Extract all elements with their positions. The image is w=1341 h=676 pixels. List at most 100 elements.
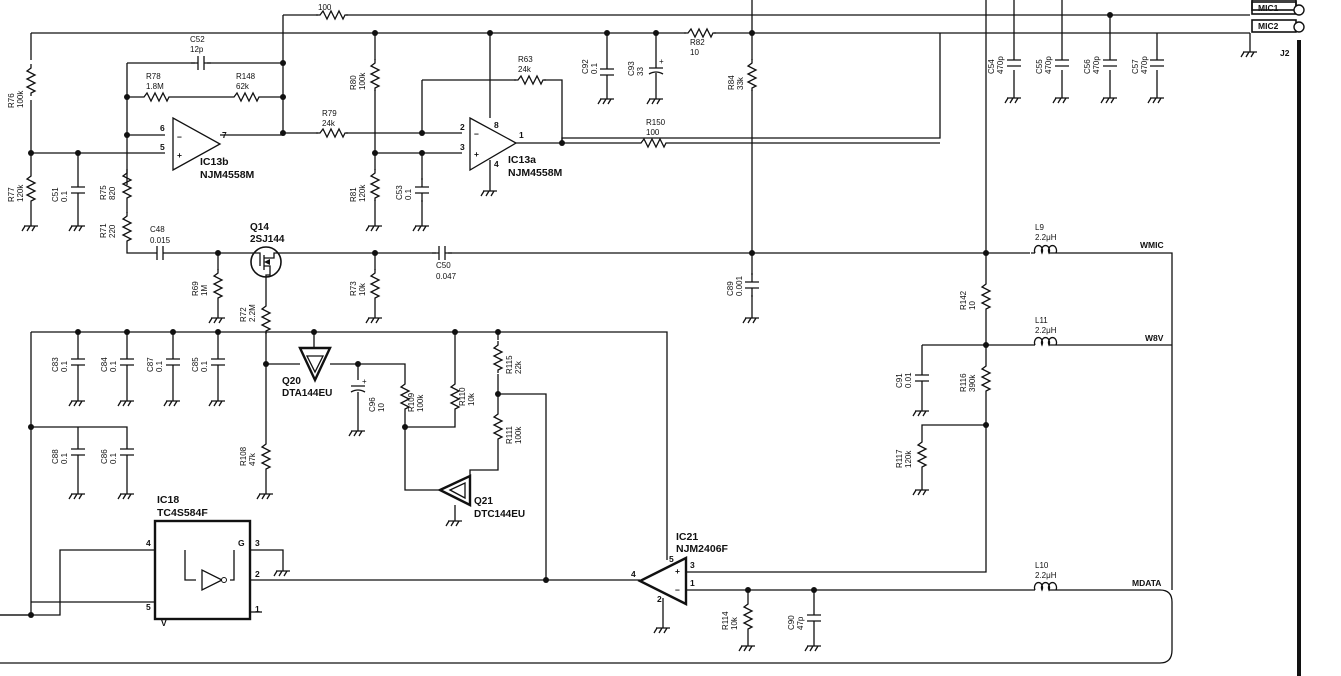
r71-ref: R71 xyxy=(99,223,108,238)
resistor-r75: R75 820 xyxy=(99,168,132,202)
r63-value: 24k xyxy=(518,65,532,74)
r142-value: 10 xyxy=(968,301,977,310)
r116-ref: R116 xyxy=(959,373,968,392)
ic13b-ref: IC13b xyxy=(200,156,229,168)
c85-value: 0.1 xyxy=(200,360,209,372)
r72-value: 2.2M xyxy=(248,304,257,322)
resistor-r150: R150 100 xyxy=(636,118,670,148)
c96-value: 10 xyxy=(377,403,386,412)
c83-value: 0.1 xyxy=(60,360,69,372)
capacitor-c86: C86 0.1 xyxy=(100,439,135,500)
c90-value: 47p xyxy=(796,616,805,630)
ic13a-pin2: 2 xyxy=(460,122,465,132)
q14-part: 2SJ144 xyxy=(250,234,285,245)
r76-value: 100k xyxy=(16,90,25,108)
c54-ref: C54 xyxy=(987,59,996,74)
middle-wiring xyxy=(217,252,1030,312)
r69-ref: R69 xyxy=(191,281,200,296)
ic13a: − + 2 3 1 8 4 IC13a NJM4558M xyxy=(460,116,563,197)
resistor-r142: R142 10 xyxy=(959,279,991,345)
r115-value: 22k xyxy=(514,360,523,374)
ic13b-pin6: 6 xyxy=(160,123,165,133)
c51-value: 0.1 xyxy=(60,190,69,202)
r82-ref: R82 xyxy=(690,38,705,47)
ic18-pin5: 5 xyxy=(146,602,151,612)
l11-ref: L11 xyxy=(1035,316,1048,325)
capacitor-c90: C90 47p xyxy=(787,590,822,652)
c54-value: 470p xyxy=(996,56,1005,74)
svg-text:−: − xyxy=(675,585,680,595)
ic21: + − IC21 NJM2406F 5 4 3 2 1 xyxy=(631,531,729,634)
ic13b: − + 6 5 7 IC13b NJM4558M xyxy=(160,116,255,181)
inductor-l11: L11 2.2μH W8V xyxy=(922,316,1172,346)
resistor-r80: R80 100k xyxy=(349,58,380,92)
r110-ref: R110 xyxy=(458,387,467,406)
c52-value: 12p xyxy=(190,45,204,54)
junction-dots xyxy=(28,12,1113,618)
capacitor-c89: C89 0.001 xyxy=(726,272,760,324)
ic18-ref: IC18 xyxy=(157,494,179,506)
r110-value: 10k xyxy=(467,392,476,406)
capacitor-c48: C48 0.015 xyxy=(149,225,255,261)
r81-ref: R81 xyxy=(349,187,358,202)
q21-part: DTC144EU xyxy=(474,509,525,520)
r78-value: 1.8M xyxy=(146,82,164,91)
l11-value: 2.2μH xyxy=(1035,326,1057,335)
c86-value: 0.1 xyxy=(109,452,118,464)
r117-ref: R117 xyxy=(895,449,904,468)
c86-ref: C86 xyxy=(100,449,109,464)
resistor-r115: R115 22k xyxy=(493,340,523,374)
r109-ref: R109 xyxy=(407,392,416,412)
ic18-pin2: 2 xyxy=(255,569,260,579)
r79-value: 24k xyxy=(322,119,336,128)
c91-value: 0.01 xyxy=(904,372,913,388)
net-mdata: MDATA xyxy=(1132,578,1161,588)
j2-mic2-label: MIC2 xyxy=(1258,21,1279,31)
ic18-pin1: 1 xyxy=(255,604,260,614)
c57-value: 470p xyxy=(1140,56,1149,74)
resistor-r81: R81 120k xyxy=(349,168,383,232)
ic13b-part: NJM4558M xyxy=(200,169,255,181)
q20-ref: Q20 xyxy=(282,376,301,387)
capacitor-c91: C91 0.01 xyxy=(895,345,930,417)
c56-ref: C56 xyxy=(1083,59,1092,74)
l9-ref: L9 xyxy=(1035,223,1044,232)
ic21-ref: IC21 xyxy=(676,531,698,543)
r77-value: 120k xyxy=(16,184,25,202)
l10-ref: L10 xyxy=(1035,561,1049,570)
resistor-r117: R117 120k xyxy=(895,424,986,496)
r116-value: 390k xyxy=(968,374,977,392)
r76-ref: R76 xyxy=(7,93,16,108)
r148-ref: R148 xyxy=(236,72,256,81)
r79-ref: R79 xyxy=(322,109,337,118)
r111-value: 100k xyxy=(514,426,523,444)
ic21-pin1: 1 xyxy=(690,578,695,588)
c84-value: 0.1 xyxy=(109,360,118,372)
r72-ref: R72 xyxy=(239,307,248,322)
ic18-g-label: G xyxy=(238,538,245,548)
resistor-r110: R110 10k xyxy=(450,379,476,413)
j2-ref-label: J2 xyxy=(1280,48,1290,58)
ic21-pin3: 3 xyxy=(690,560,695,570)
ic21-part: NJM2406F xyxy=(676,543,729,555)
capacitor-c88: C88 0.1 xyxy=(51,439,86,500)
net-w8v: W8V xyxy=(1145,333,1164,343)
r84-value: 33k xyxy=(736,76,745,90)
resistor-r63: R63 24k xyxy=(513,55,547,85)
transistor-q21: Q21 DTC144EU xyxy=(437,474,525,527)
ic13b-pin5: 5 xyxy=(160,142,165,152)
svg-text:+: + xyxy=(177,150,182,160)
capacitor-c51: C51 0.1 xyxy=(51,153,86,232)
ic13b-pin7: 7 xyxy=(222,130,227,140)
c93-ref: C93 xyxy=(627,61,636,76)
capacitor-c55: C55 470p xyxy=(1035,56,1070,104)
svg-text:+: + xyxy=(474,149,479,159)
capacitor-c83: C83 0.1 xyxy=(51,349,86,407)
r100-value: 100 xyxy=(318,3,332,12)
ic13a-ref: IC13a xyxy=(508,154,536,166)
resistor-r77: R77 120k xyxy=(7,153,39,232)
transistor-q20: Q20 DTA144EU xyxy=(282,346,332,399)
q21-ref: Q21 xyxy=(474,496,493,507)
c48-ref: C48 xyxy=(150,225,165,234)
